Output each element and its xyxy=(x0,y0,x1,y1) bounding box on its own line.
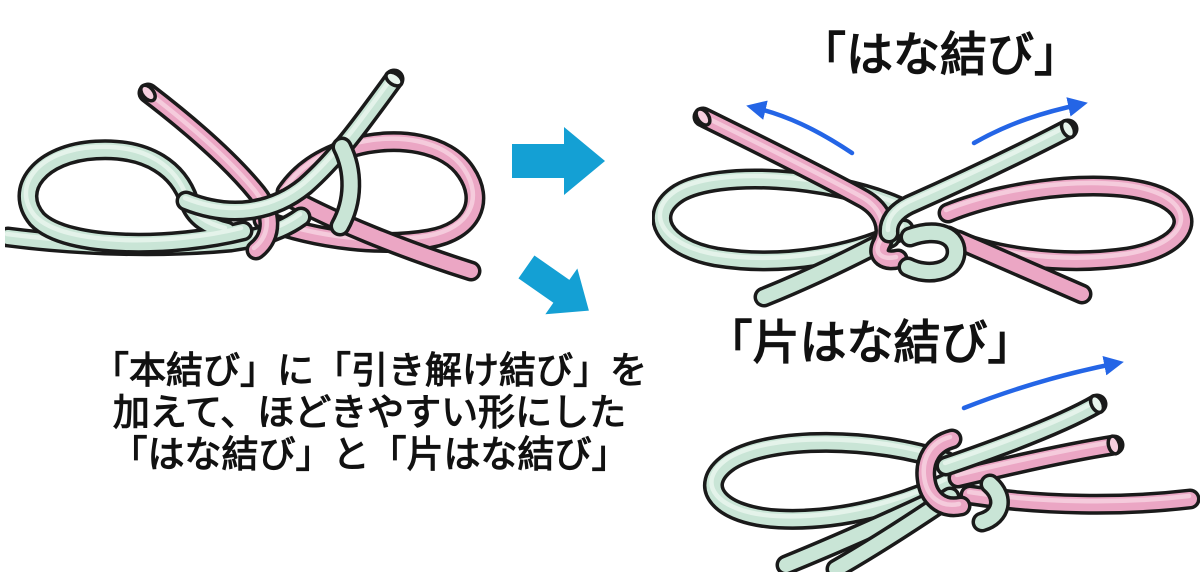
caption-line-3: 「はな結び」と「片はな結び」 xyxy=(110,434,629,475)
green-rope-end-cap xyxy=(1088,393,1106,415)
label-kata-hana-musubi: 「片はな結び」 xyxy=(705,316,1035,369)
right-arrow-icon xyxy=(512,127,605,195)
caption-line-2: 加えて、ほどきやすい形にした xyxy=(112,392,627,433)
caption: 「本結び」に「引き解け結び」を 加えて、ほどきやすい形にした 「はな結び」と「片… xyxy=(62,350,677,476)
down-right-arrow-icon xyxy=(518,255,589,315)
transform-arrow-to-half-bow xyxy=(518,255,589,315)
square-knot-illustration xyxy=(5,50,497,302)
pink-rope-end-cap xyxy=(139,83,157,103)
rope-green-center-bit xyxy=(340,147,351,226)
pull-direction-arrow-left xyxy=(746,100,855,156)
half-bow-knot-illustration xyxy=(690,355,1200,572)
pink-rope-end-cap xyxy=(1106,434,1122,456)
rope-green-knot-hook xyxy=(908,233,956,272)
pull-direction-arrow-right xyxy=(971,97,1088,146)
green-rope-end-cap xyxy=(384,70,404,88)
pink-rope-end-cap xyxy=(694,107,712,127)
pull-direction-arrow xyxy=(961,355,1124,411)
green-rope-end-cap xyxy=(1059,118,1077,140)
label-hana-musubi: 「はな結び」 xyxy=(799,28,1081,81)
rope-green-left-loop xyxy=(26,147,243,243)
transform-arrow-to-bow xyxy=(512,127,605,195)
caption-line-1: 「本結び」に「引き解け結び」を xyxy=(92,350,647,391)
bow-knot-illustration xyxy=(652,97,1200,316)
